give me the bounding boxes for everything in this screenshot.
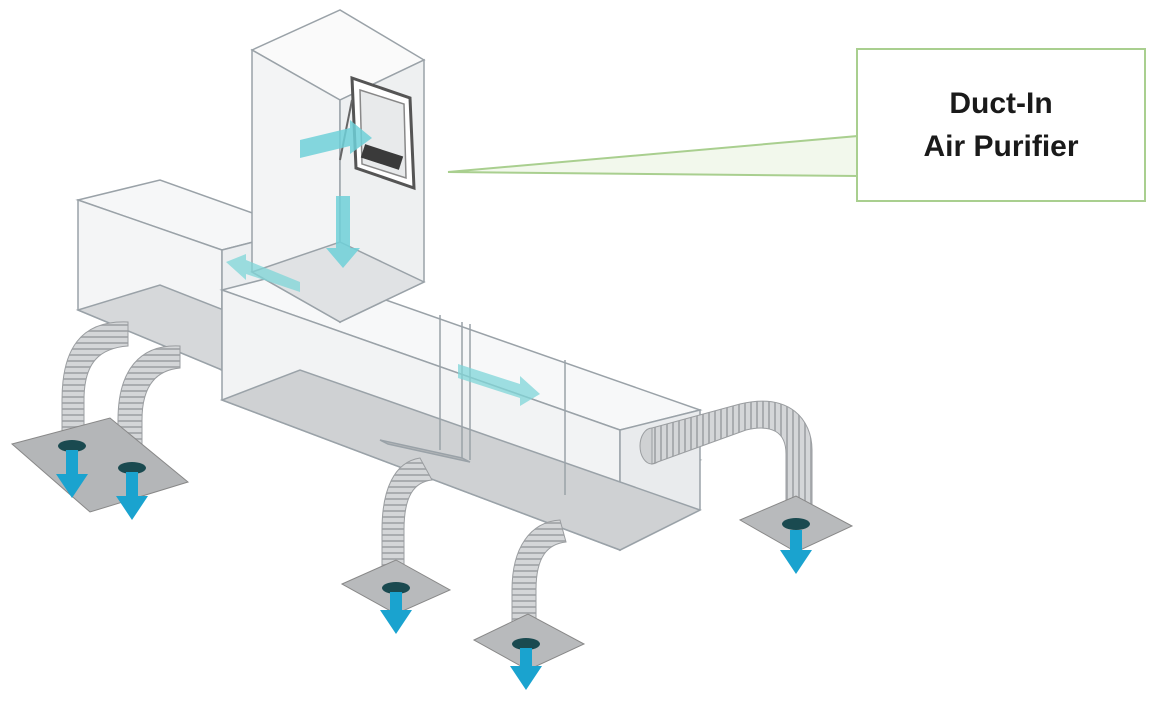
main-trunk-duct (219, 269, 703, 552)
callout-leader-line (447, 134, 859, 178)
callout-title-line2: Air Purifier (923, 130, 1079, 163)
flow-arrow-icon (300, 120, 372, 158)
flow-arrow-icon (458, 364, 540, 406)
floor-diffuser-middle-2 (472, 613, 586, 671)
purifier-unit-icon (339, 75, 416, 191)
down-arrow-icon (56, 450, 148, 520)
floor-diffuser-middle-1 (340, 559, 452, 615)
callout-title-line1: Duct-In (949, 86, 1053, 120)
flex-hose-middle-1 (381, 457, 433, 581)
down-arrow-icon (510, 648, 542, 690)
down-arrow-icon (326, 196, 360, 268)
down-arrow-icon (380, 592, 412, 634)
flow-arrow-icon (226, 254, 300, 292)
floor-diffuser-right (738, 495, 854, 553)
floor-diffuser-left (10, 417, 190, 513)
down-arrow-icon (780, 530, 812, 574)
internal-flow-arrows (226, 120, 540, 406)
purifier-callout-box: Duct-In Air Purifier (856, 48, 1146, 202)
